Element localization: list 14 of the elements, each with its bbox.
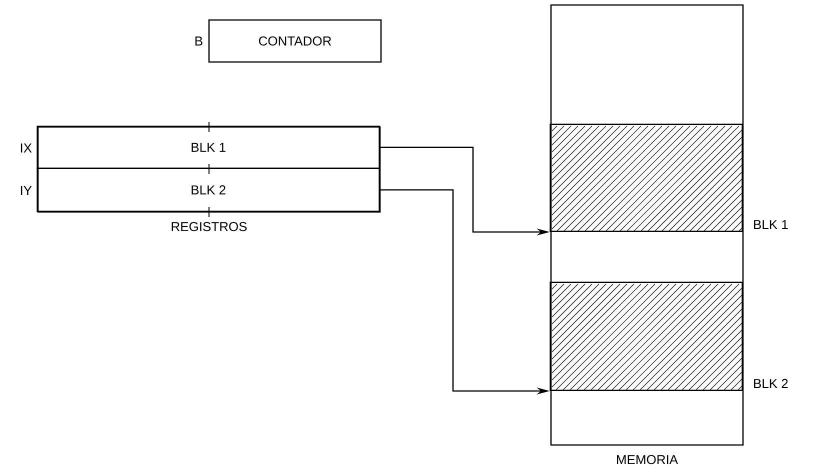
register-name: IY [20,186,32,195]
register-name: IX [20,144,32,152]
caption-text: MEMORIA [617,454,678,464]
register-box: CONTADOR [208,19,382,63]
block-label: BLK 2 [754,378,788,388]
block-label: BLK 1 [754,220,788,230]
caption-text: REGISTROS [172,222,247,232]
memory-column [550,4,744,446]
register-name: B [195,36,202,46]
register-row: BLK 2 [36,168,380,218]
register-pair [37,126,381,213]
memory-block [550,282,743,391]
memory-block [550,124,743,232]
register-row: BLK 1 [36,122,380,169]
